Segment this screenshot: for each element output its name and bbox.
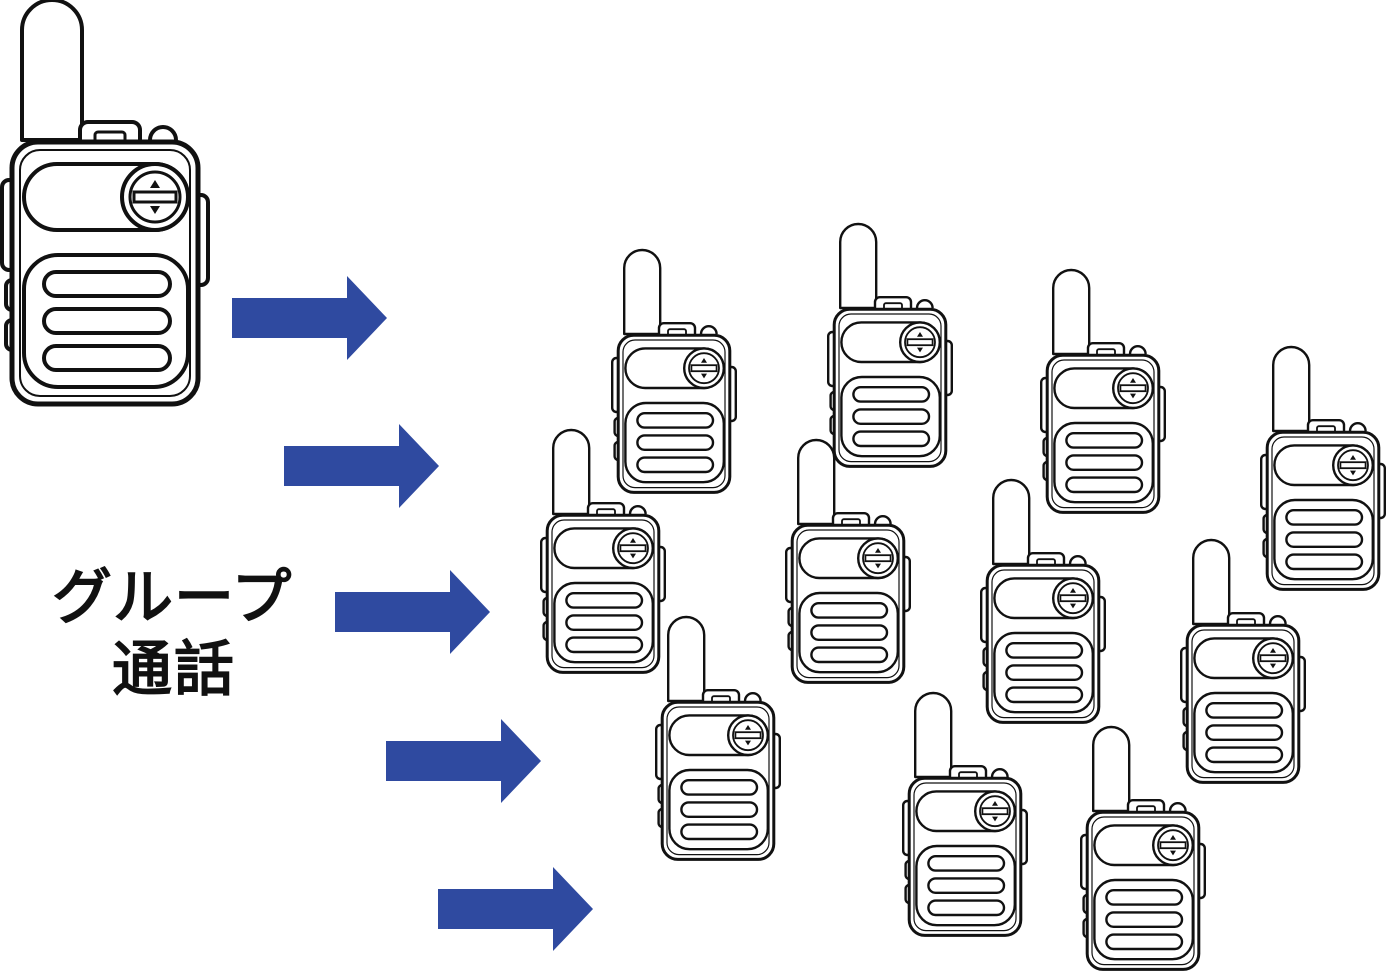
receiver-walkie-talkie-icon-7 (979, 478, 1107, 724)
group-call-label-line2: 通話 (112, 635, 236, 705)
receiver-walkie-talkie-icon-10 (901, 691, 1029, 937)
arrow-4-right-arrow-icon (386, 719, 541, 803)
arrow-2-right-arrow-icon (284, 424, 439, 508)
receiver-walkie-talkie-icon-4 (1259, 345, 1387, 591)
arrow-5-right-arrow-icon (438, 867, 593, 951)
receiver-walkie-talkie-icon-6 (784, 438, 912, 684)
receiver-walkie-talkie-icon-9 (654, 615, 782, 861)
receiver-walkie-talkie-icon-3 (1039, 268, 1167, 514)
group-call-label-line1: グループ (52, 563, 293, 633)
source-walkie-talkie-icon (2, 0, 208, 404)
arrow-3-right-arrow-icon (335, 570, 490, 654)
arrow-1-right-arrow-icon (232, 276, 387, 360)
receiver-walkie-talkie-icon-2 (826, 222, 954, 468)
receiver-walkie-talkie-icon-1 (610, 248, 738, 494)
